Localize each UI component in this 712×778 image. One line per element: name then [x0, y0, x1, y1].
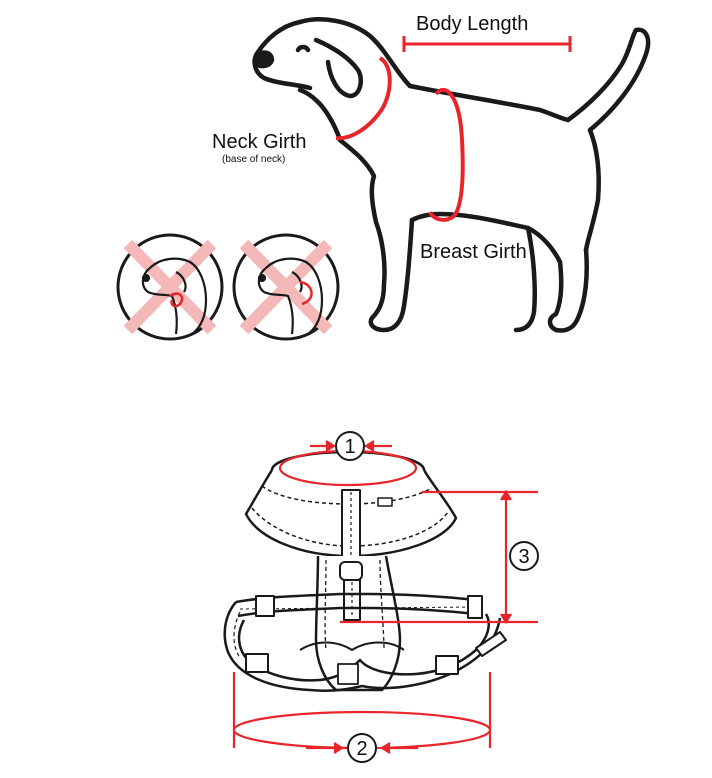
- wrong-example-2: [232, 233, 340, 341]
- breast-girth-label: Breast Girth: [420, 241, 527, 263]
- svg-text:2: 2: [356, 738, 367, 760]
- dog-head-icon: [141, 257, 208, 335]
- marker-3: 3: [509, 541, 539, 571]
- harness-drawing: [223, 450, 507, 693]
- dog-outline: [252, 17, 651, 333]
- cross-icon: [239, 239, 333, 335]
- dog-head-icon: [257, 257, 324, 335]
- measure-3-bar: [340, 489, 538, 625]
- marker-1: 1: [335, 431, 365, 461]
- body-length-bar: [402, 36, 572, 52]
- svg-text:3: 3: [518, 546, 529, 568]
- marker-2: 2: [347, 733, 377, 763]
- neck-girth-label: Neck Girth: [212, 131, 306, 153]
- neck-girth-loop: [335, 56, 392, 141]
- cross-icon: [123, 239, 217, 335]
- svg-text:1: 1: [344, 436, 355, 458]
- body-length-label: Body Length: [416, 13, 528, 35]
- wrong-example-1: [116, 233, 224, 341]
- breast-girth-loop: [428, 87, 465, 222]
- neck-girth-note: (base of neck): [222, 154, 285, 165]
